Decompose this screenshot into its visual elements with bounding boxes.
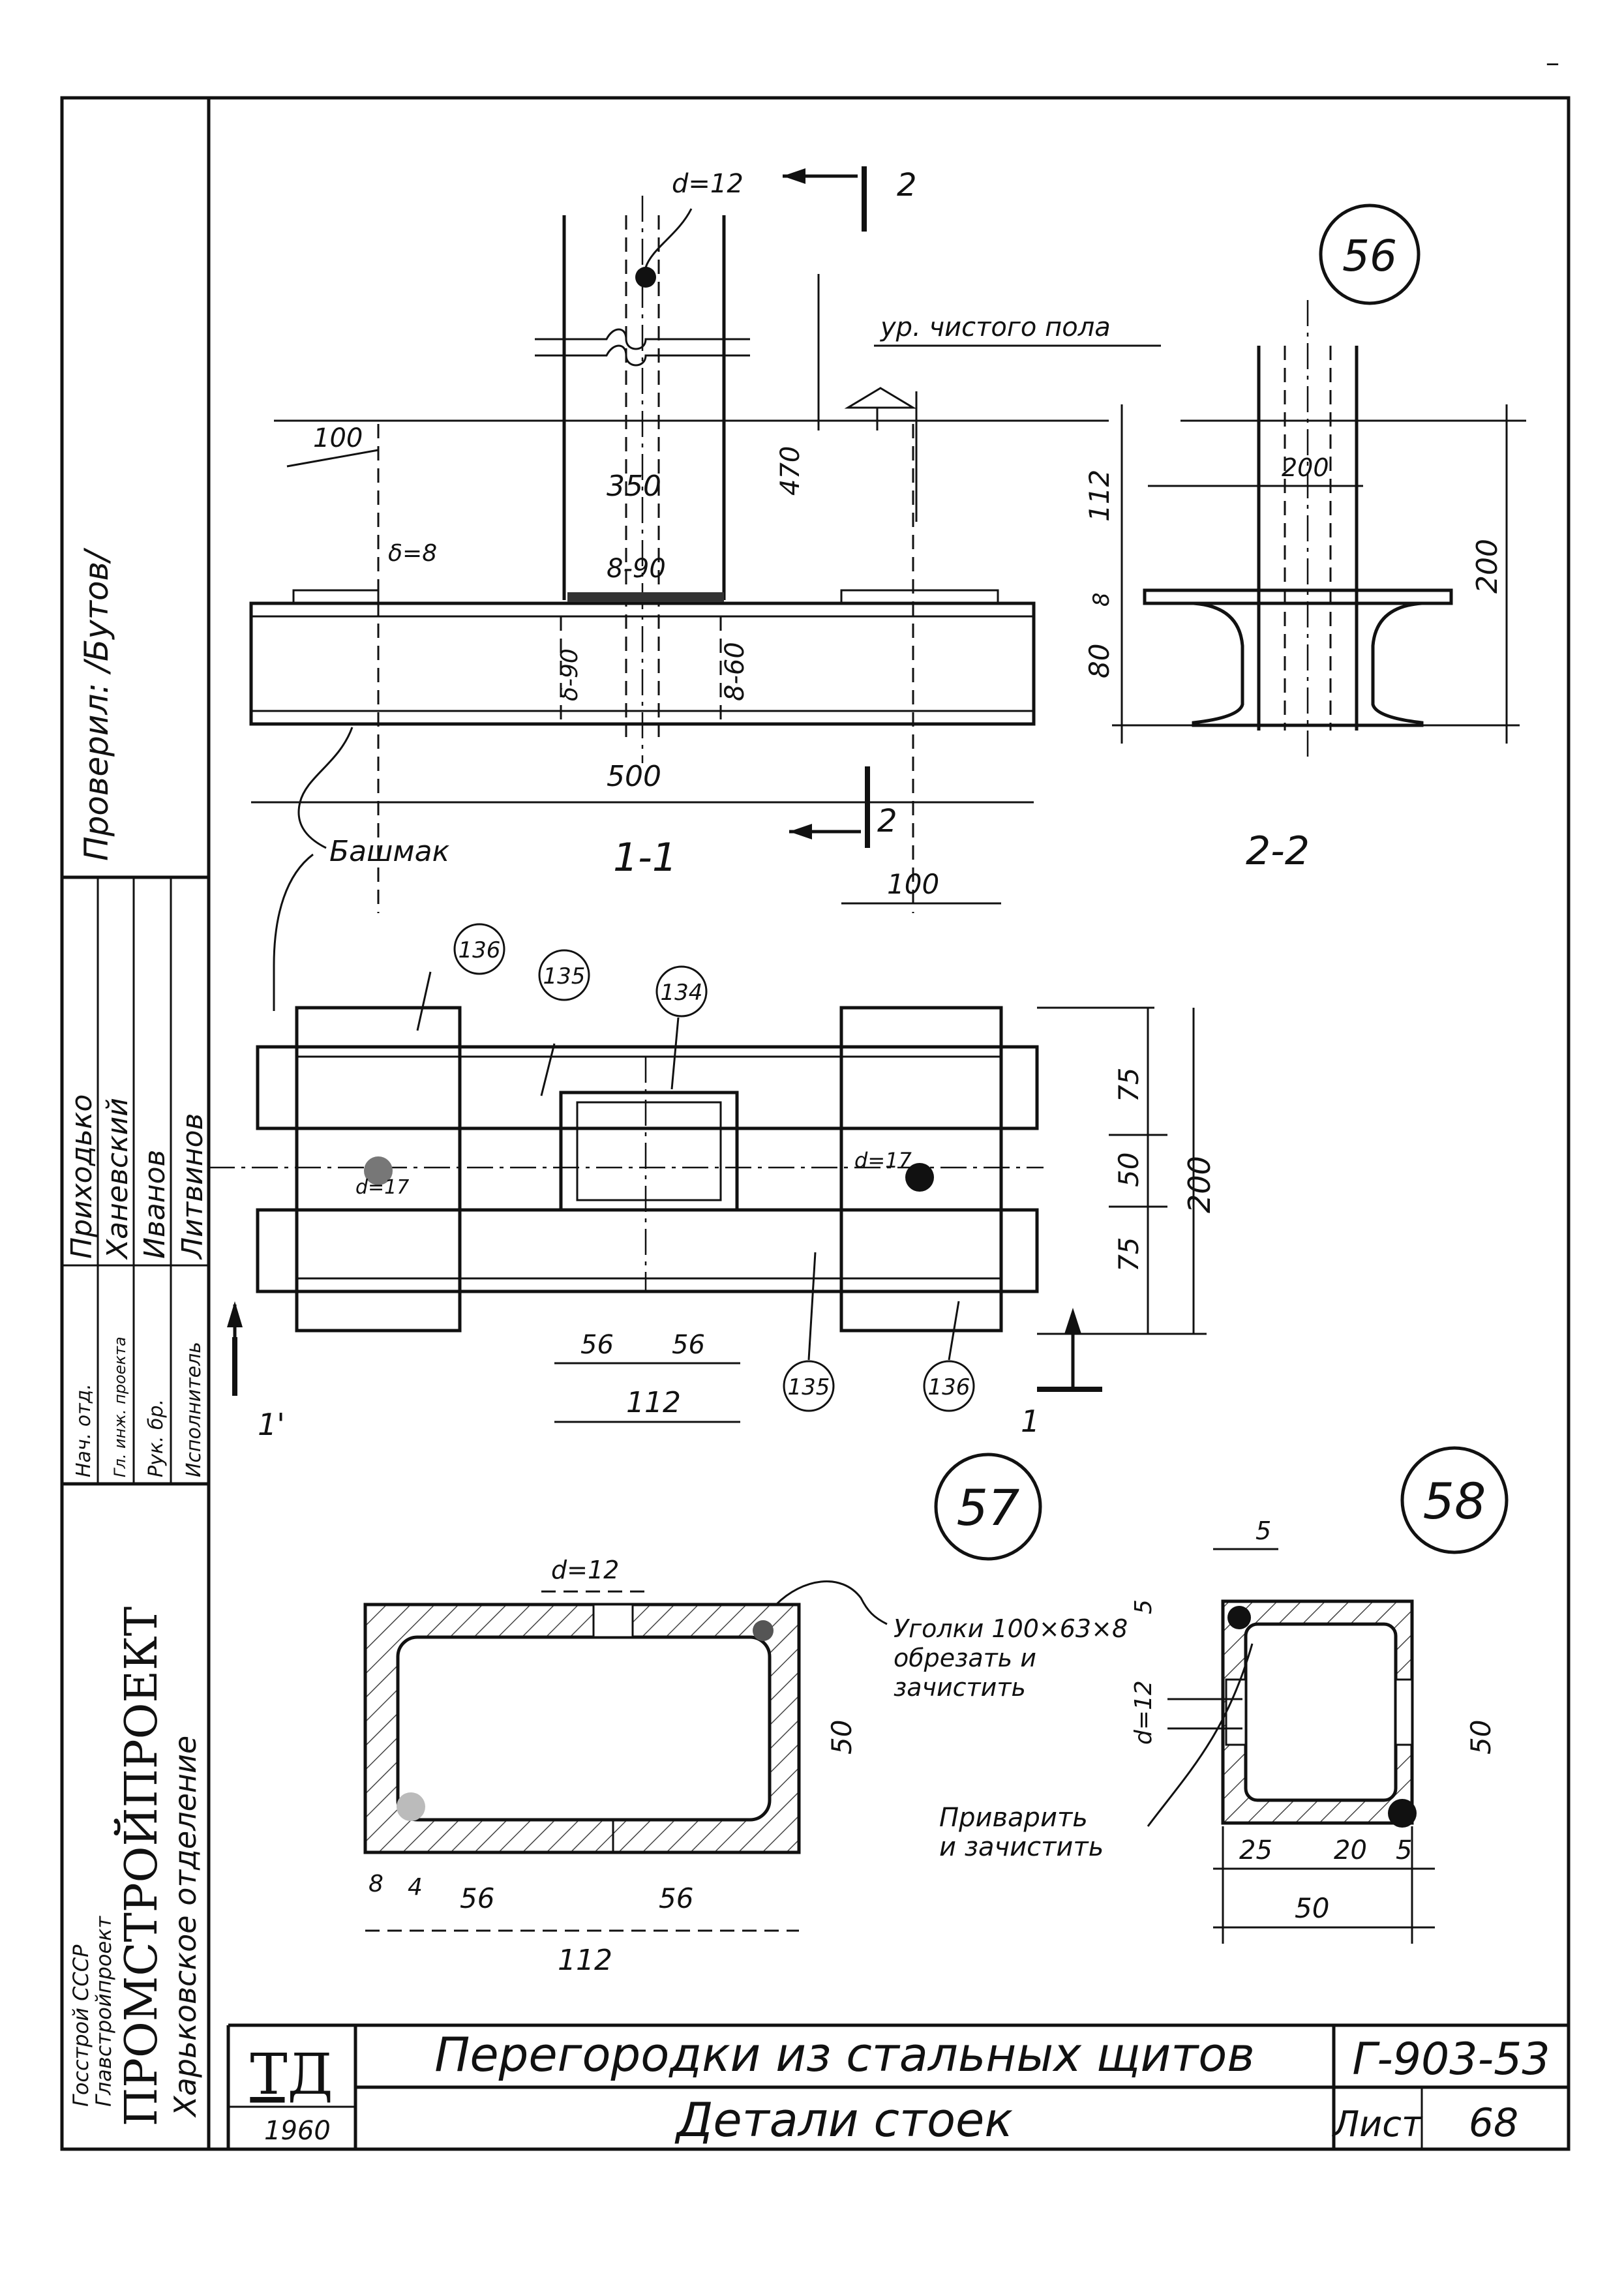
plan-dim-200: 200 [1182, 1156, 1217, 1213]
d57-note-3: зачистить [894, 1673, 1026, 1702]
dim-100: 100 [313, 423, 363, 453]
cut-1-right: 1 [1021, 1404, 1040, 1439]
logo-td: ТД [250, 2042, 333, 2107]
bolt-hole [635, 267, 656, 288]
hole-right [905, 1163, 934, 1192]
callout-58 [1400, 1446, 1509, 1554]
plan-dim-75-a: 75 [1113, 1068, 1145, 1102]
pos-135-bottom: 135 [788, 1374, 830, 1400]
d57-dim-8: 8 [368, 1871, 383, 1897]
d58-dim-5-top: 5 [1256, 1516, 1271, 1545]
cut-1-left: 1' [258, 1407, 285, 1442]
plan-view: d=17 d=17 136 135 134 135 136 100 75 50 … [209, 868, 1217, 1442]
floor-level-label: ур. чистого пола [880, 312, 1111, 342]
weld-b: 8-60 [720, 642, 750, 701]
sheet-label: Лист [1332, 2104, 1423, 2145]
role-1: Нач. отд. [72, 1383, 95, 1477]
section-2-2: 56 200 112 8 80 200 2-2 [1083, 204, 1526, 874]
callout-56-label: 56 [1342, 231, 1397, 281]
d58-dim-25: 25 [1239, 1835, 1272, 1865]
role-4: Исполнитель [183, 1342, 205, 1477]
dim-80: 80 [1083, 644, 1115, 678]
callout-57 [934, 1453, 1042, 1561]
d58-dim-5-side: 5 [1130, 1599, 1157, 1614]
plan-dim-112: 112 [626, 1386, 681, 1419]
d58-dim-5: 5 [1396, 1835, 1412, 1865]
dim-500: 500 [607, 760, 661, 793]
plan-dim-100: 100 [887, 868, 939, 900]
weld-top: 8-90 [607, 554, 666, 584]
drawing-code: Г-903-53 [1352, 2034, 1550, 2085]
org-line-1: Госстрой СССР [68, 1944, 93, 2107]
d57-dim-50: 50 [826, 1720, 858, 1755]
drawing-subtitle: Детали стоек [674, 2092, 1013, 2147]
d57-hole-label: d=12 [551, 1556, 619, 1584]
detail-57: 57 d=12 Уголки 100×63×8 обрезать и зачис… [363, 1453, 1128, 1977]
d57-dim-4: 4 [408, 1874, 423, 1901]
plate-thickness: δ=8 [388, 540, 437, 567]
org-line-2: Главстройпроект [91, 1916, 116, 2107]
hole-right-label: d=17 [854, 1148, 912, 1173]
role-2: Гл. инж. проекта [111, 1336, 129, 1477]
dim-8: 8 [1089, 592, 1115, 607]
role-3: Рук. бр. [145, 1399, 168, 1477]
pos-136-bottom: 136 [928, 1374, 970, 1400]
dim-112: 112 [1083, 470, 1115, 522]
d57-note-1: Уголки 100×63×8 [894, 1614, 1128, 1643]
section-1-1: d=12 2 ур. чистого пола 100 350 470 δ=8 … [249, 166, 1161, 1011]
weld-a: δ-90 [556, 648, 583, 701]
cut-label-2-top: 2 [897, 167, 917, 204]
dim-200-right: 200 [1471, 539, 1504, 594]
hole-left [364, 1156, 393, 1185]
d57-dim-112: 112 [558, 1944, 612, 1977]
shoe-label: Башмак [329, 835, 450, 868]
dim-470: 470 [775, 446, 805, 496]
d58-note-2: и зачистить [939, 1832, 1104, 1862]
pos-136-top: 136 [459, 937, 501, 963]
plan-dim-56-a: 56 [580, 1330, 614, 1360]
callout-56 [1319, 204, 1421, 305]
section-1-1-title: 1-1 [613, 835, 677, 881]
title-block: ТД 1960 Перегородки из стальных щитов Де… [226, 2023, 1569, 2149]
drawing-title: Перегородки из стальных щитов [434, 2027, 1255, 2082]
d58-dim-50: 50 [1295, 1892, 1329, 1924]
checked-by: Проверил: /Бутов/ [78, 547, 115, 861]
callout-57-label: 57 [957, 1479, 1020, 1537]
page-dash-mark: – [1546, 46, 1559, 78]
d57-dim-56-b: 56 [659, 1882, 693, 1914]
name-1: Приходько [65, 1094, 98, 1259]
d58-dim-20: 20 [1334, 1835, 1367, 1865]
section-2-2-title: 2-2 [1246, 828, 1310, 874]
sheet-frame [60, 96, 1571, 2151]
d58-dim-50-right: 50 [1465, 1720, 1497, 1755]
pos-134: 134 [661, 980, 703, 1006]
dim-350: 350 [607, 470, 661, 503]
detail-58: 58 5 5 d=12 50 Приварить и зачистить 25 … [939, 1446, 1509, 1944]
cut-label-2-bottom: 2 [877, 803, 897, 839]
d57-dim-56-a: 56 [460, 1882, 494, 1914]
dim-200-top: 200 [1282, 453, 1329, 482]
name-3: Иванов [138, 1150, 172, 1259]
plan-dim-75-b: 75 [1113, 1237, 1145, 1272]
d57-note-2: обрезать и [894, 1644, 1036, 1672]
year: 1960 [264, 2116, 331, 2146]
plan-dim-50: 50 [1113, 1153, 1145, 1187]
callout-58-label: 58 [1423, 1472, 1486, 1530]
hole-left-label: d=17 [355, 1176, 409, 1199]
org-dept: Харьковское отделение [168, 1736, 203, 2118]
name-2: Ханевский [101, 1098, 134, 1260]
pos-135-top: 135 [543, 963, 586, 989]
sheet-number: 68 [1469, 2100, 1518, 2146]
org-name: ПРОМСТРОЙПРОЕКТ [114, 1606, 168, 2126]
base-plate [249, 601, 1036, 726]
name-4: Литвинов [176, 1113, 209, 1260]
d58-hole-label: d=12 [1130, 1680, 1157, 1745]
d58-note-1: Приварить [939, 1803, 1088, 1833]
plan-dim-56-b: 56 [672, 1330, 705, 1360]
side-strip: Проверил: /Бутов/ Нач. отд. Гл. инж. про… [62, 547, 209, 2126]
bolt-diameter-label: d=12 [672, 169, 744, 199]
